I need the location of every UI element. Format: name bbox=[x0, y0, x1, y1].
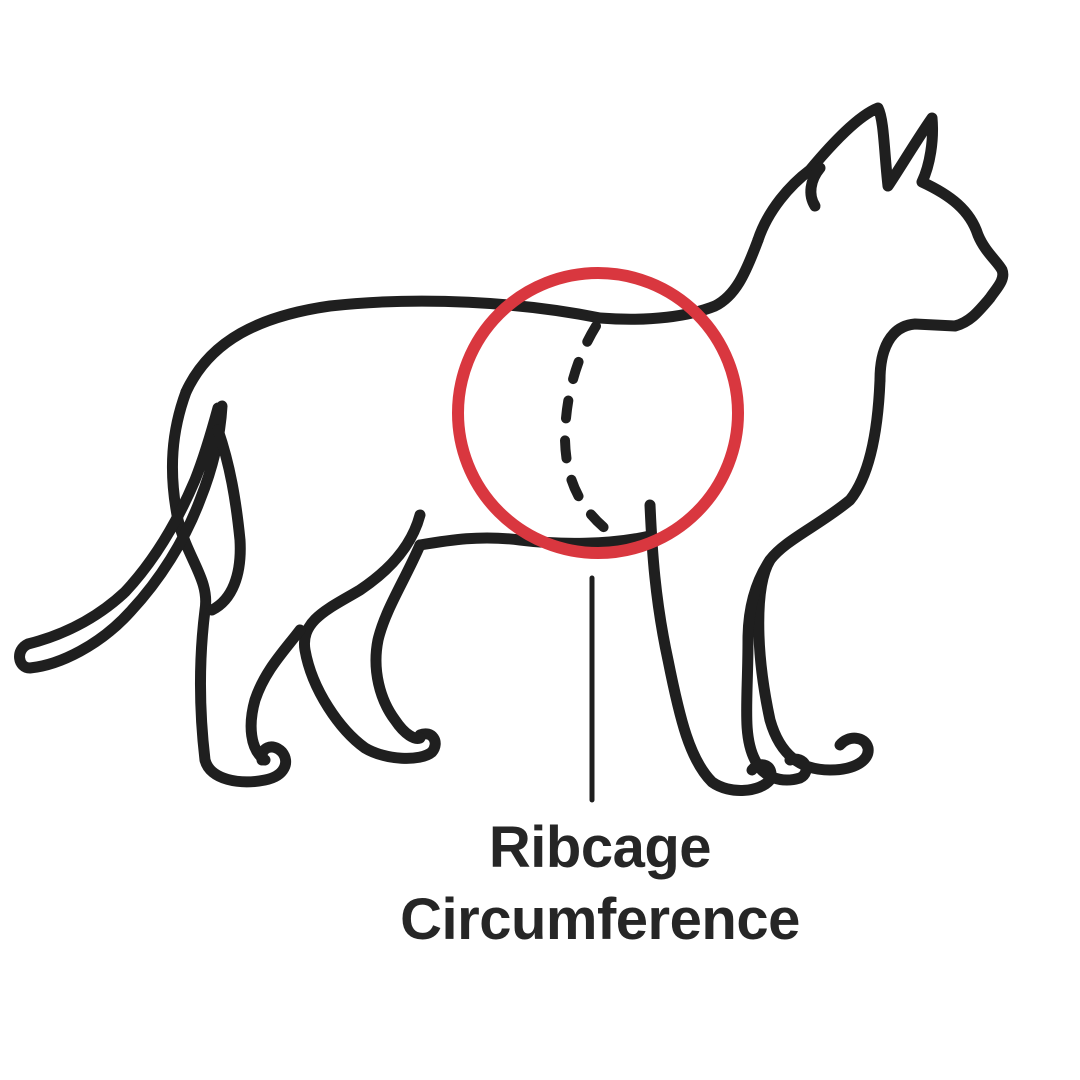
highlight-circle bbox=[452, 267, 744, 559]
cat-tail bbox=[14, 400, 228, 674]
cat-back bbox=[180, 234, 764, 398]
ribcage-dashed-curve bbox=[559, 321, 617, 539]
cat-hind-leg-inner bbox=[245, 624, 306, 766]
cat-chest-front-leg bbox=[753, 374, 886, 776]
ribcage-label: Ribcage Circumference bbox=[240, 812, 960, 956]
cat-head bbox=[752, 102, 1009, 386]
cat-hind-leg-far bbox=[370, 539, 426, 744]
label-line-1: Ribcage bbox=[488, 815, 712, 880]
cat-tail-base bbox=[206, 424, 246, 616]
cat-front-leg-inner bbox=[644, 499, 777, 796]
label-line-2: Circumference bbox=[400, 887, 800, 952]
cat-hind-leg-near bbox=[299, 509, 441, 764]
cat-belly bbox=[414, 530, 656, 551]
cat-ear-inner bbox=[805, 162, 826, 212]
cat-front-leg-near bbox=[741, 554, 812, 786]
cat-outline bbox=[14, 102, 1009, 796]
